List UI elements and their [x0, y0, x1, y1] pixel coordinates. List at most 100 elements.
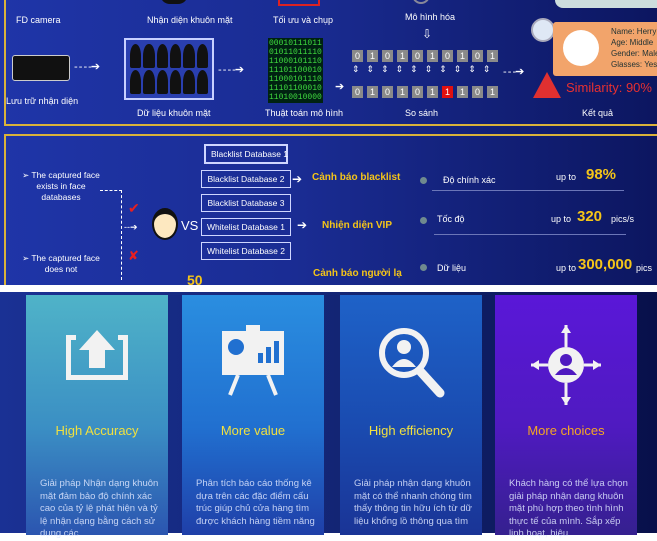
- stat-prefix: up to: [556, 263, 577, 273]
- stat-bullet: [420, 264, 427, 271]
- binary-row: 11000101110: [269, 75, 322, 84]
- bit-cell: 1: [442, 86, 453, 98]
- arrow-right-icon: ➔: [292, 172, 303, 186]
- not-exists-text: ➢ The captured face does not: [22, 253, 100, 274]
- bit-cell: 1: [457, 50, 468, 62]
- card-description: Khách hàng có thể lựa chọn giải pháp nhậ…: [509, 478, 628, 539]
- bit-cell: 0: [382, 50, 393, 62]
- stat-prefix: up to: [551, 214, 572, 224]
- capture-frame-icon: [278, 0, 320, 6]
- algorithm-label: Thuật toán mô hình: [265, 108, 344, 118]
- bit-cell: 1: [427, 50, 438, 62]
- algorithm-binary: 00010111011 01011011110 11000101110 1110…: [268, 38, 323, 103]
- binary-row: 11101100010: [269, 66, 322, 75]
- vs-label: VS: [181, 218, 199, 233]
- target-person-arrows-icon: [531, 325, 601, 405]
- binary-row: 11000101110: [269, 57, 322, 66]
- bit-cell: 1: [397, 86, 408, 98]
- face-glasses-icon: [152, 208, 178, 240]
- stat-label: Độ chính xác: [443, 175, 496, 185]
- features-panel: High Accuracy Giải pháp Nhận dạng khuôn …: [0, 292, 657, 539]
- bit-cell: 1: [397, 50, 408, 62]
- stat-label: Dữ liệu: [437, 263, 467, 273]
- stat-bullet: [420, 217, 427, 224]
- people-group-icon: [555, 0, 657, 8]
- exists-text: ➢ The captured face exists in face datab…: [22, 170, 100, 202]
- arrow-right-icon: ➔: [297, 218, 308, 232]
- stat-label: Tốc độ: [437, 214, 465, 224]
- alert-stranger-label: Cảnh báo người lạ: [313, 268, 402, 279]
- optimize-label: Tối ưu và chụp: [273, 15, 334, 25]
- modeling-label: Mô hình hóa: [405, 12, 456, 22]
- database-box: Blacklist Database 3: [201, 194, 291, 212]
- database-list: Blacklist Database 1 Blacklist Database 2…: [201, 144, 291, 266]
- storage-device-icon: [12, 55, 70, 81]
- dashed-arrow-icon: - - - -➔: [218, 64, 244, 76]
- card-more-choices: More choices Khách hàng có thể lựa chọn …: [495, 295, 637, 539]
- bit-cell: 0: [412, 86, 423, 98]
- bit-cell: 1: [457, 86, 468, 98]
- pipeline-section: [4, 0, 657, 126]
- bit-cell: 0: [472, 50, 483, 62]
- binary-row: 01011011110: [269, 48, 322, 57]
- matching-section: [4, 134, 657, 285]
- database-box: Blacklist Database 2: [201, 170, 291, 188]
- check-icon: ✔: [128, 200, 140, 216]
- stat-value: 320: [577, 208, 603, 225]
- bit-cell: 1: [427, 86, 438, 98]
- dashed-arrow-icon: - - -➔: [503, 66, 524, 78]
- presentation-board-icon: [222, 325, 284, 396]
- magnifier-person-icon: [531, 18, 555, 42]
- binary-row: 00010111011: [269, 39, 322, 48]
- card-title: High Accuracy: [55, 423, 139, 438]
- compare-arrows-icon: ⇕⇕⇕⇕⇕⇕⇕⇕⇕⇕: [352, 64, 498, 74]
- stat-bullet: [420, 177, 427, 184]
- profile-card: Name: Herry Age: Middle Gender: Male Gla…: [553, 22, 657, 76]
- profile-age: Age: Middle: [611, 38, 654, 47]
- similarity-text: Similarity: 90%: [566, 80, 652, 95]
- card-title: More value: [220, 423, 286, 438]
- binary-row: 11010010000: [269, 93, 322, 102]
- card-high-accuracy: High Accuracy Giải pháp Nhận dạng khuôn …: [26, 295, 168, 539]
- bit-cell: 0: [382, 86, 393, 98]
- bit-cell: 0: [412, 50, 423, 62]
- divider: [434, 234, 626, 235]
- stat-value: 98%: [586, 166, 617, 183]
- dashed-connector: [100, 190, 122, 280]
- database-box: Whitelist Database 2: [201, 242, 291, 260]
- card-description: Giải pháp Nhận dạng khuôn mặt đảm bảo độ…: [40, 478, 159, 539]
- face-recognition-infographic: FD camera Nhận diện khuôn mặt Tối ưu và …: [0, 0, 657, 285]
- bit-cell: 0: [472, 86, 483, 98]
- compare-label: So sánh: [405, 108, 439, 118]
- magnifier-person-icon: [379, 328, 445, 398]
- dashed-arrow-icon: --➔: [124, 222, 138, 232]
- profile-name: Name: Herry: [611, 27, 657, 36]
- stat-value: 300,000: [578, 256, 633, 273]
- stat-prefix: up to: [556, 172, 577, 182]
- upload-box-icon: [66, 330, 128, 380]
- fd-camera-label: FD camera: [16, 15, 61, 25]
- face-detect-label: Nhận diện khuôn mặt: [147, 15, 233, 25]
- bit-cell: 1: [367, 86, 378, 98]
- cross-icon: ✘: [128, 248, 139, 263]
- arrow-down-icon: ⇩: [422, 27, 433, 41]
- partial-number: 50: [187, 272, 203, 285]
- card-more-value: More value Phân tích báo cáo thống kê dự…: [182, 295, 324, 535]
- card-description: Phân tích báo cáo thống kê dựa trên các …: [196, 478, 315, 527]
- bit-cell: 0: [352, 50, 363, 62]
- warning-icon: [533, 72, 561, 98]
- card-title: High efficiency: [368, 423, 454, 438]
- stat-unit: pics: [636, 263, 653, 273]
- bit-cell: 0: [442, 50, 453, 62]
- bit-cell: 1: [367, 50, 378, 62]
- face-detect-icon: [160, 0, 188, 4]
- result-label: Kết quả: [582, 108, 614, 118]
- database-box: Blacklist Database 1: [204, 144, 288, 164]
- bit-cell: 1: [487, 86, 498, 98]
- profile-glasses: Glasses: Yes: [611, 60, 657, 69]
- binary-row: 11101100010: [269, 84, 322, 93]
- profile-info: Name: Herry Age: Middle Gender: Male Gla…: [611, 26, 657, 70]
- bit-cell: 1: [487, 50, 498, 62]
